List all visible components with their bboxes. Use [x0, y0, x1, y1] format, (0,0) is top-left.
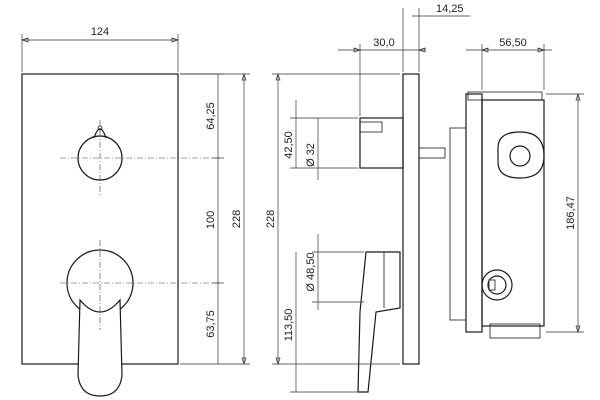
side-knob-body: [359, 117, 404, 169]
side-lever-height-label: 113,50: [283, 309, 295, 342]
front-bottom-offset-label: 63,75: [205, 310, 217, 338]
box-view: 56,50 186,47: [449, 37, 584, 339]
side-height-label: 228: [265, 210, 277, 228]
box-height-label: 186,47: [565, 196, 577, 230]
lever-handle: [77, 298, 123, 397]
front-center-spacing-label: 100: [205, 211, 217, 229]
side-depth-label: 30,0: [373, 37, 394, 49]
side-knob-diameter-label: Ø 32: [305, 143, 317, 167]
box-flange: [465, 93, 483, 333]
box-depth-label: 56,50: [499, 37, 527, 49]
side-stem: [418, 147, 446, 159]
upper-port: [497, 131, 545, 179]
side-plate-thickness-label: 14,25: [436, 3, 464, 15]
side-view: 14,25 30,0 228 42,50 Ø 32 Ø 48,50 113,50: [265, 3, 470, 393]
side-knob-height-label: 42,50: [283, 131, 295, 159]
side-plate: [402, 73, 420, 365]
front-top-offset-label: 64,25: [205, 102, 217, 130]
front-view: 124 64,25 100 63,75 228: [20, 26, 250, 397]
side-lever-diameter-label: Ø 48,50: [305, 252, 317, 291]
front-width-label: 124: [91, 26, 109, 38]
front-height-label: 228: [231, 210, 243, 228]
side-lever: [357, 251, 401, 393]
lower-port: [481, 269, 513, 301]
